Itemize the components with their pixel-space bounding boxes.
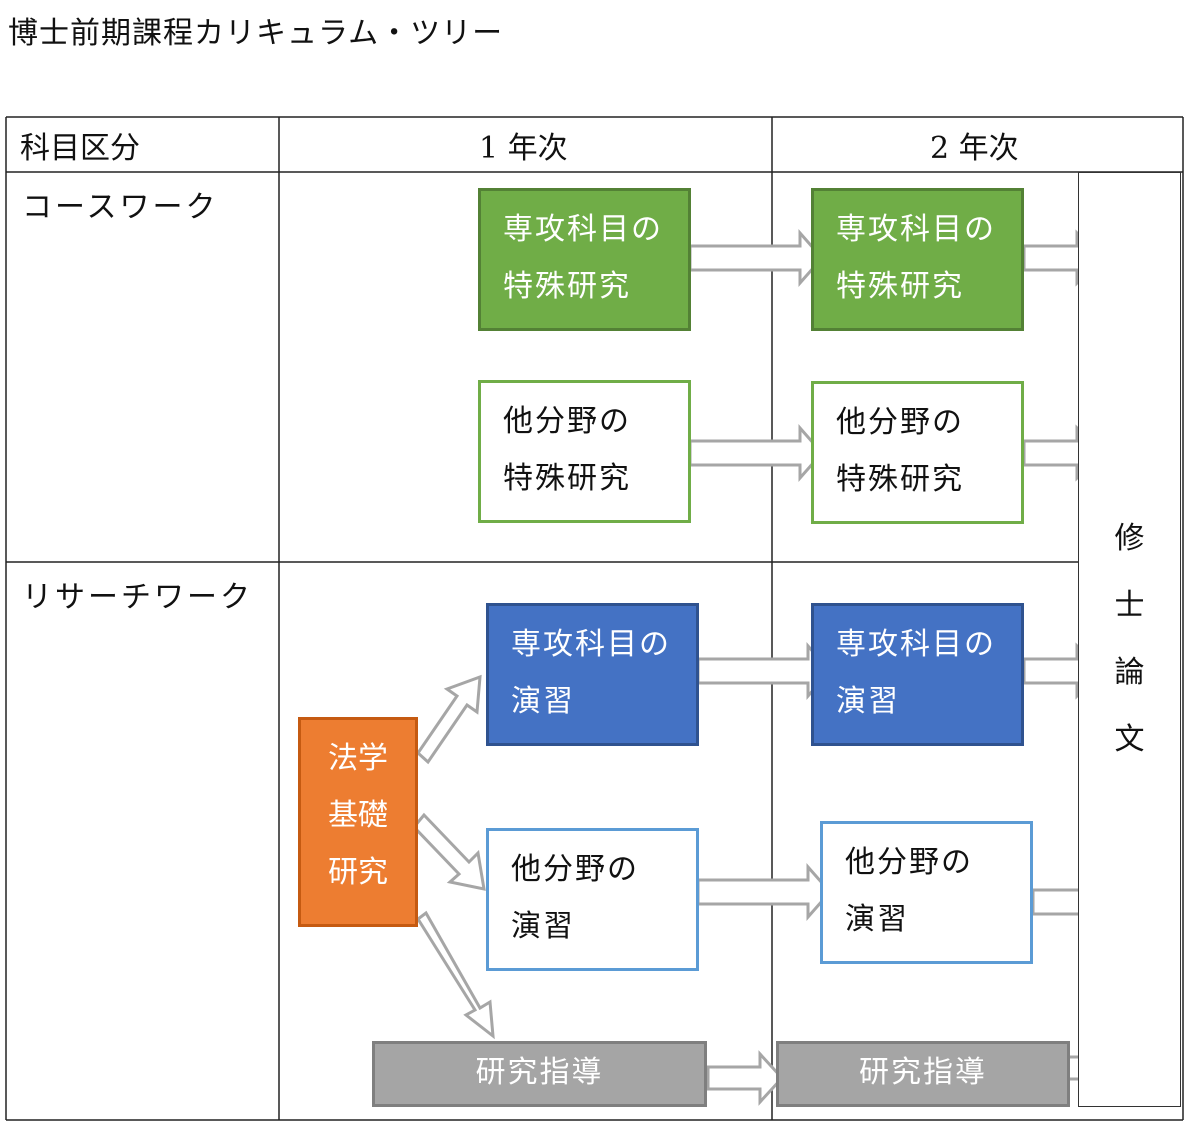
thesis-char: 論	[1114, 655, 1145, 690]
box-line: 専攻科目の	[511, 627, 671, 662]
arrow-other-special-y1-y2	[688, 424, 824, 482]
box-major-special-research-y2: 専攻科目の 特殊研究	[811, 188, 1024, 331]
box-line: 演習	[511, 684, 575, 719]
header-category: 科目区分	[20, 131, 140, 166]
box-other-seminar-y2: 他分野の 演習	[820, 821, 1033, 964]
box-line: 他分野の	[845, 845, 973, 880]
box-line: 他分野の	[511, 852, 639, 887]
arrow-law-basic-to-major-seminar	[416, 674, 482, 765]
box-line: 他分野の	[503, 404, 631, 439]
box-other-special-research-y2: 他分野の 特殊研究	[811, 381, 1024, 524]
box-line: 他分野の	[836, 405, 964, 440]
box-research-guidance-y1: 研究指導	[372, 1041, 707, 1107]
box-major-special-research-y1: 専攻科目の 特殊研究	[478, 188, 691, 331]
box-line: 基礎	[328, 798, 388, 833]
box-line: 専攻科目の	[836, 627, 996, 662]
box-line: 専攻科目の	[836, 212, 996, 247]
box-masters-thesis: 修 士 論 文	[1078, 172, 1181, 1107]
box-research-guidance-y2: 研究指導	[776, 1041, 1070, 1107]
thesis-char: 修	[1114, 521, 1145, 556]
box-line: 研究	[328, 855, 388, 890]
arrow-law-basic-to-other-seminar	[411, 812, 486, 891]
box-line: 専攻科目の	[503, 212, 663, 247]
page-title: 博士前期課程カリキュラム・ツリー	[8, 16, 504, 51]
box-line: 演習	[511, 909, 575, 944]
box-major-seminar-y1: 専攻科目の 演習	[486, 603, 699, 746]
header-year2: 2 年次	[930, 131, 1019, 166]
thesis-char: 士	[1114, 588, 1145, 623]
row-label-coursework: コースワーク	[22, 190, 219, 225]
arrow-major-special-y1-y2	[688, 229, 824, 287]
box-other-special-research-y1: 他分野の 特殊研究	[478, 380, 691, 523]
box-line: 特殊研究	[836, 462, 964, 497]
arrow-law-basic-to-guidance	[415, 910, 495, 1040]
box-line: 特殊研究	[503, 269, 631, 304]
box-line: 法学	[328, 741, 388, 776]
arrow-guidance-y1-y2	[706, 1050, 785, 1106]
arrow-other-seminar-y1-y2	[696, 863, 832, 921]
box-line: 演習	[836, 684, 900, 719]
box-other-seminar-y1: 他分野の 演習	[486, 828, 699, 971]
box-major-seminar-y2: 専攻科目の 演習	[811, 603, 1024, 746]
header-year1: 1 年次	[479, 131, 568, 166]
box-line: 演習	[845, 902, 909, 937]
box-law-basic-research: 法学 基礎 研究	[298, 717, 418, 927]
box-line: 特殊研究	[836, 269, 964, 304]
box-line: 特殊研究	[503, 461, 631, 496]
thesis-char: 文	[1114, 722, 1145, 757]
row-label-researchwork: リサーチワーク	[22, 580, 253, 615]
